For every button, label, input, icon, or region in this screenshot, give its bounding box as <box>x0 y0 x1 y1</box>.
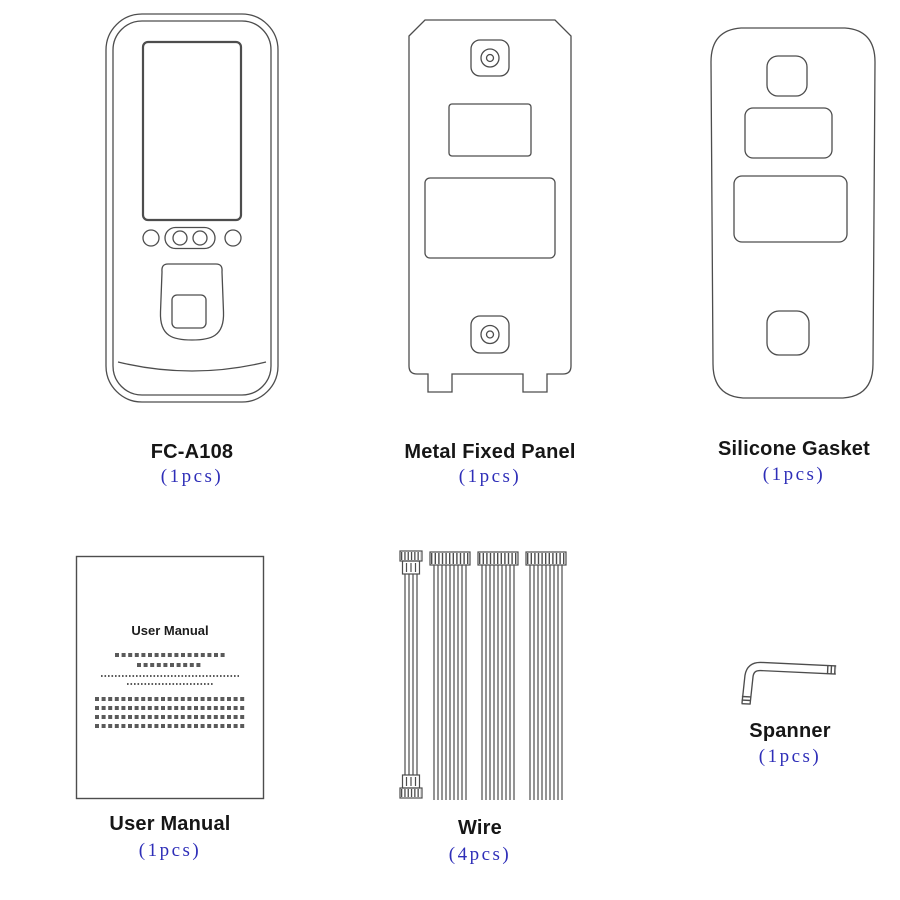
metal-fixed-panel-illustration <box>408 19 572 393</box>
silicone-gasket-illustration <box>710 27 876 399</box>
wire-illustration <box>399 550 567 800</box>
item-name-spanner: Spanner <box>749 720 831 742</box>
user-manual-illustration: User Manual <box>75 555 265 800</box>
manual-text-lines <box>95 653 245 728</box>
item-name-metal-fixed-panel: Metal Fixed Panel <box>404 441 576 463</box>
item-name-fc-a108: FC-A108 <box>150 441 234 463</box>
item-qty-wire: (4pcs) <box>448 844 512 865</box>
item-qty-metal-fixed-panel: (1pcs) <box>458 466 522 487</box>
manual-title-text: User Manual <box>131 623 208 638</box>
item-name-wire: Wire <box>458 817 502 839</box>
spanner-illustration <box>741 661 837 706</box>
item-qty-fc-a108: (1pcs) <box>160 466 224 487</box>
fc-a108-device-illustration <box>105 13 279 403</box>
item-qty-silicone-gasket: (1pcs) <box>762 464 826 485</box>
item-qty-spanner: (1pcs) <box>758 746 822 767</box>
item-qty-user-manual: (1pcs) <box>138 840 202 861</box>
item-name-silicone-gasket: Silicone Gasket <box>718 438 870 460</box>
item-name-user-manual: User Manual <box>109 813 231 835</box>
